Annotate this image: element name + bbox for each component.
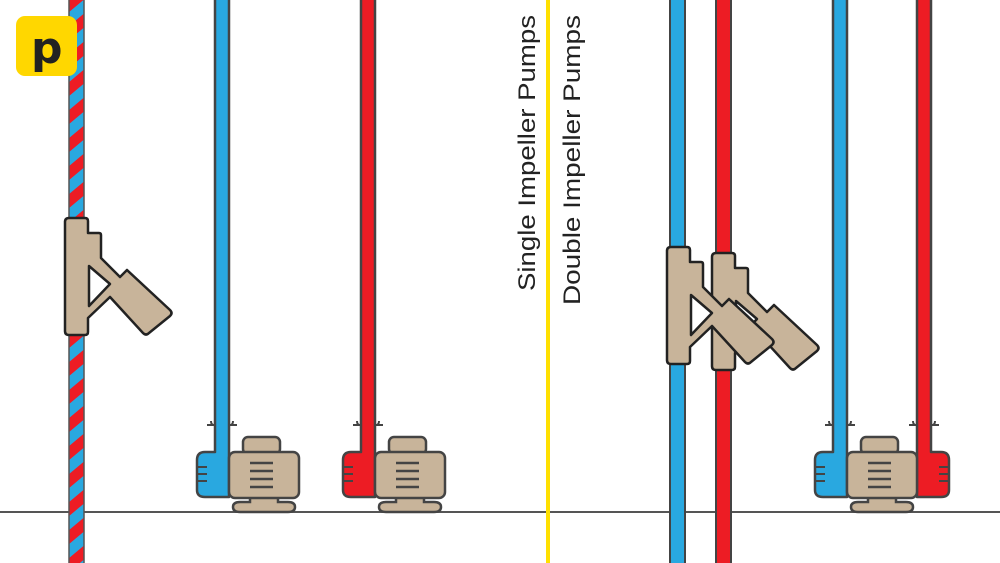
label-single-impeller: Single Impeller Pumps: [514, 15, 541, 291]
brand-logo: p: [16, 16, 77, 76]
logo-letter: p: [31, 23, 63, 74]
hot-pipe-and-housing: [341, 0, 377, 499]
single-pump-cold: [195, 0, 301, 514]
double-pump-motor: [845, 435, 919, 514]
cold-pipe-and-housing: [195, 0, 231, 499]
label-double-impeller: Double Impeller Pumps: [559, 15, 586, 305]
motor: [227, 435, 301, 514]
double-pump-hot-side: [909, 0, 951, 499]
motor: [373, 435, 447, 514]
double-pump-cold-side: [813, 0, 855, 499]
single-pump-hot: [341, 0, 447, 514]
wye-strainer: [63, 216, 173, 337]
